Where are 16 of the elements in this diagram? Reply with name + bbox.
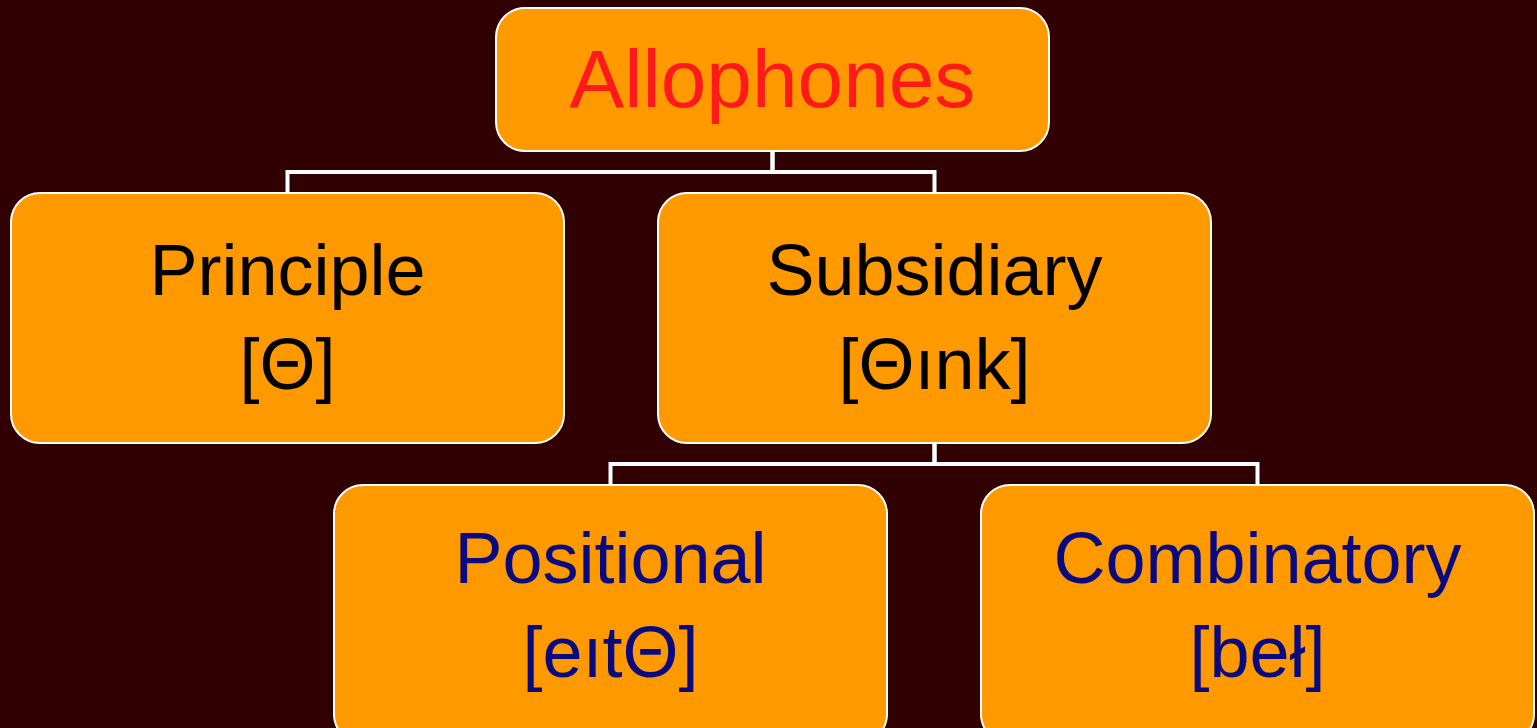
connector-line	[932, 444, 1260, 484]
phonetic-transcription: [beł]	[1189, 611, 1326, 694]
rounded-box	[10, 192, 565, 444]
box-heading: Allophones	[569, 32, 976, 127]
box-heading: Principle	[149, 229, 426, 313]
box-heading: Subsidiary	[766, 229, 1103, 313]
rounded-box	[657, 192, 1212, 444]
connector-line	[770, 152, 937, 192]
rounded-box	[333, 484, 888, 728]
box-heading: Positional	[454, 517, 767, 601]
rounded-box	[980, 484, 1535, 728]
phonetic-transcription: [Θınk]	[838, 323, 1031, 406]
rounded-box	[495, 7, 1050, 152]
phonetic-transcription: [eıtΘ]	[522, 611, 699, 694]
phonetic-transcription: [Θ]	[239, 323, 336, 406]
box-heading: Combinatory	[1053, 517, 1462, 601]
